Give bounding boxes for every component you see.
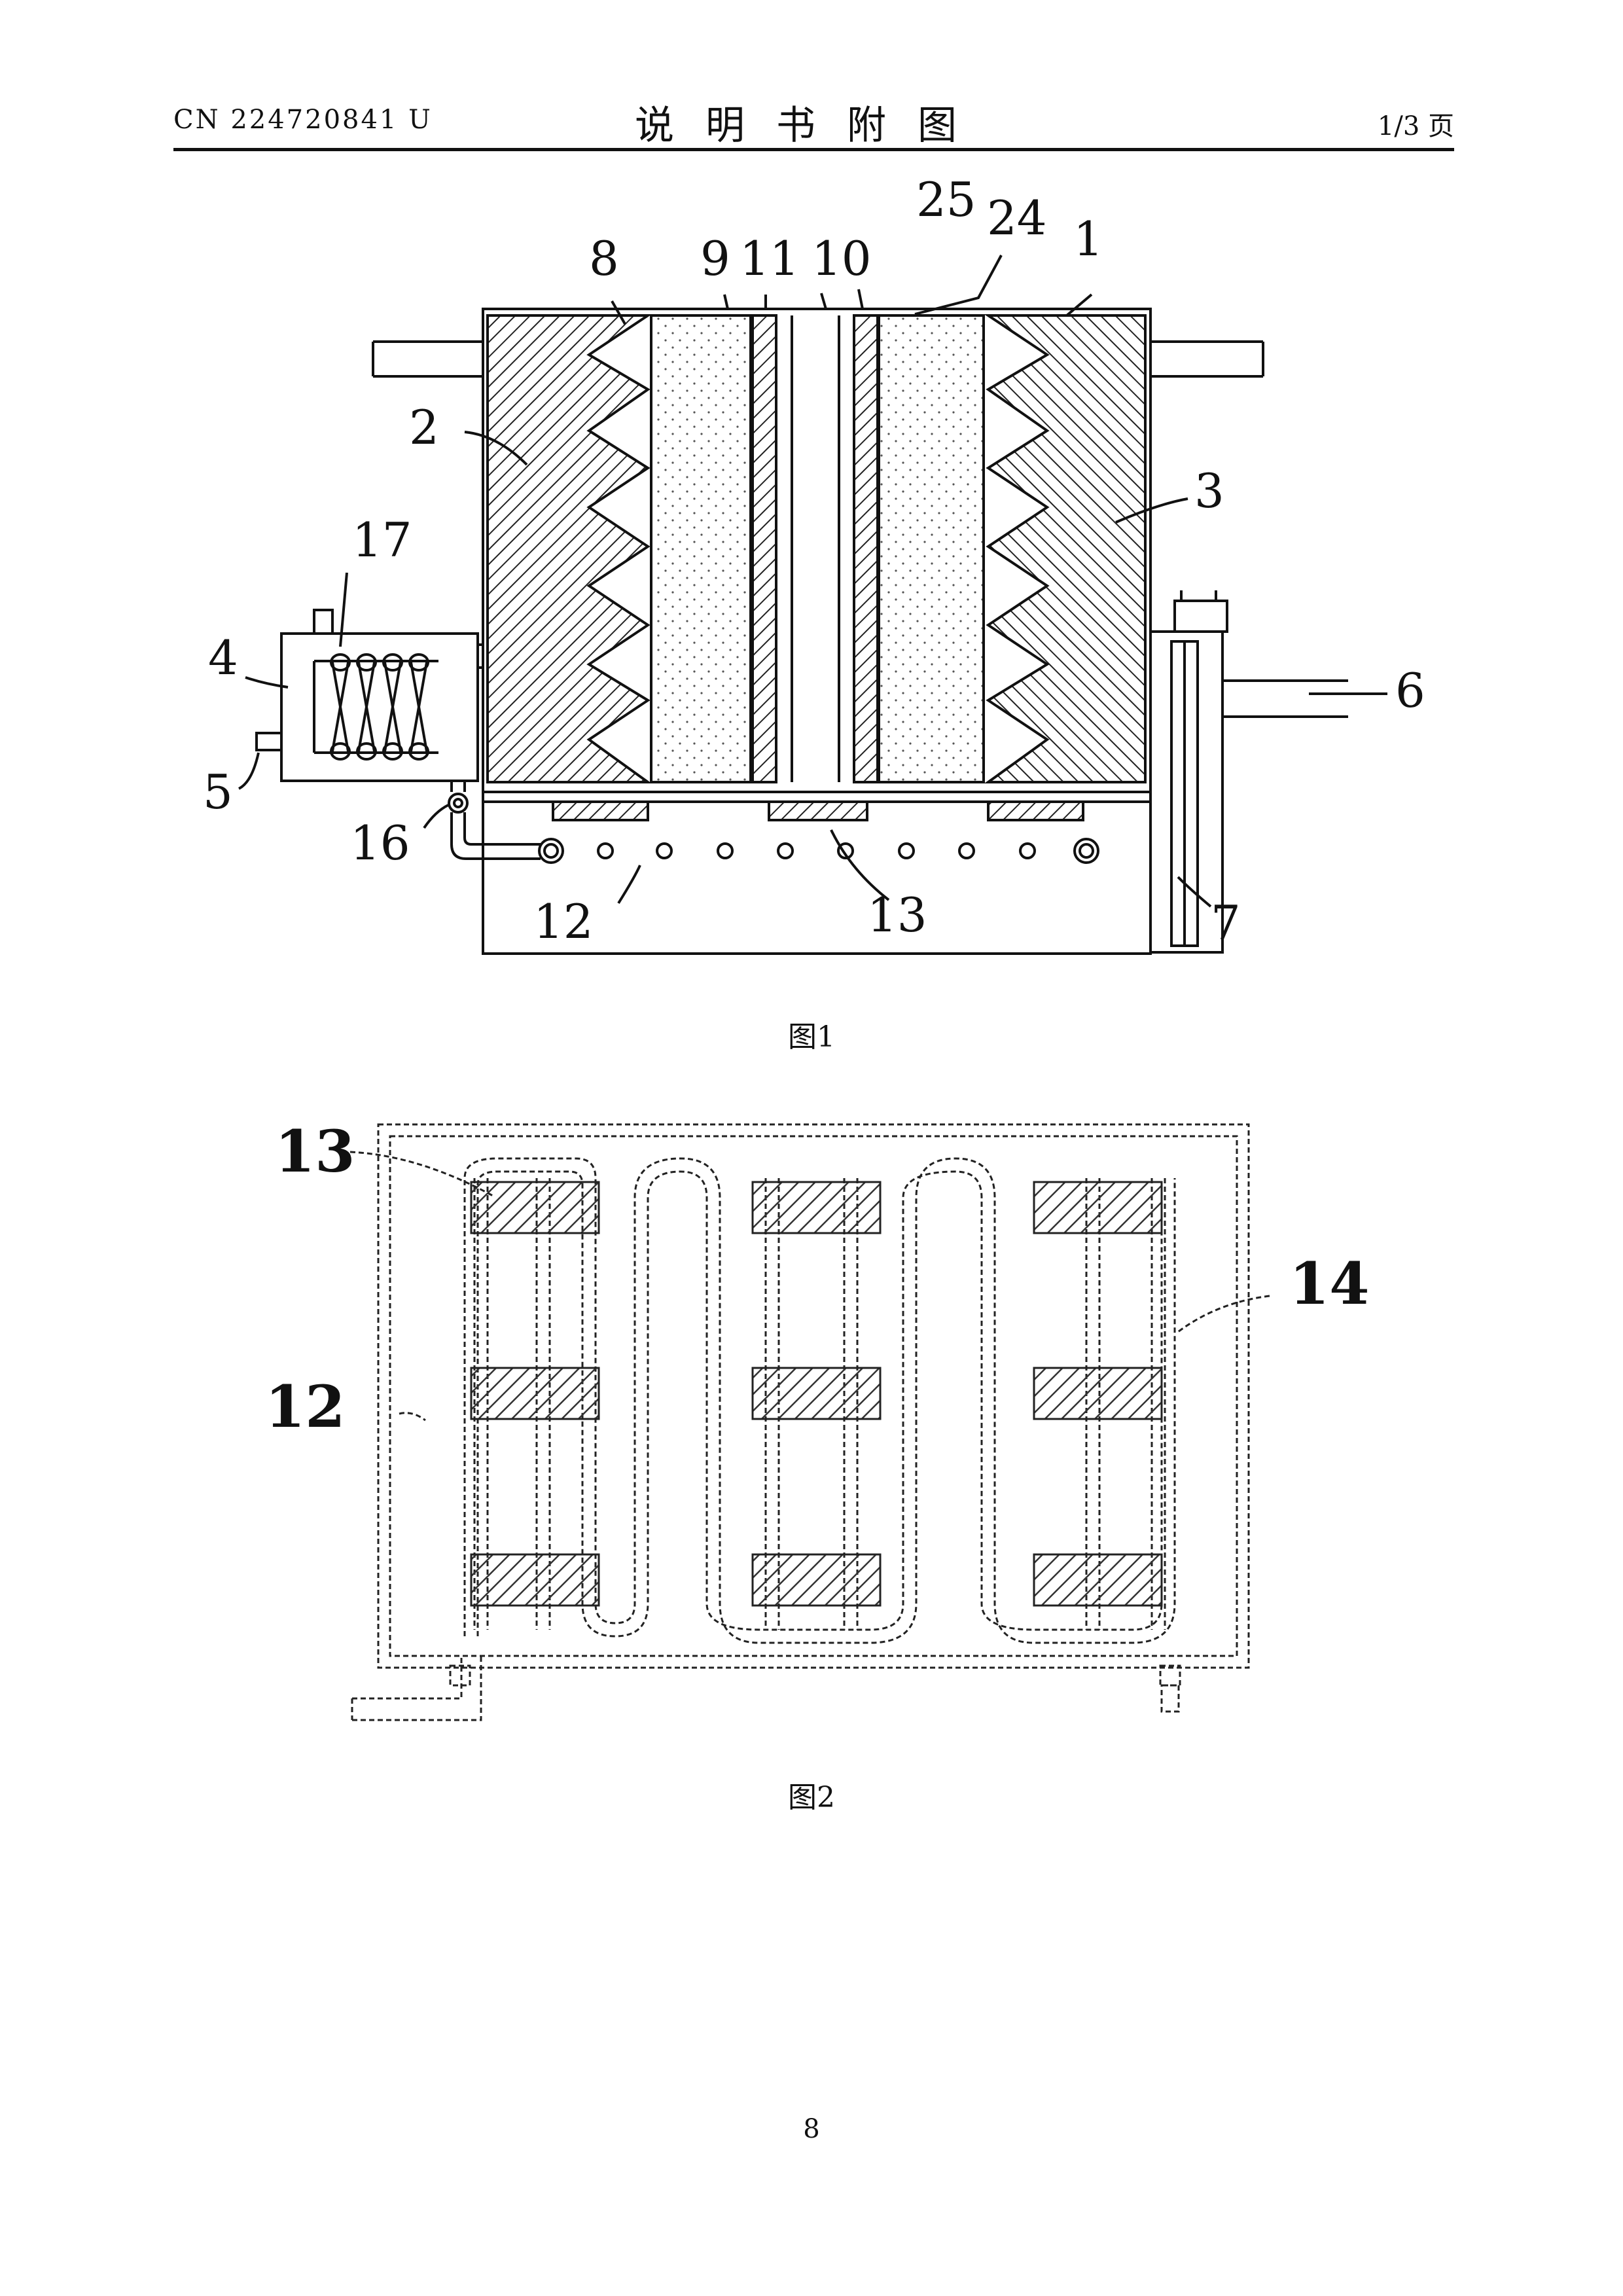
- figure-1-drawing: 1 2 3 4 5 6 7 8 9 10 11 12 13 16 17 24 2…: [0, 164, 1623, 982]
- figure-2-drawing: 12 13 14: [0, 1080, 1623, 1734]
- fig1-label-10: 10: [812, 231, 872, 286]
- fig1-label-8: 8: [589, 231, 619, 286]
- fig1-label-2: 2: [409, 400, 439, 455]
- fig2-label-12: 12: [265, 1372, 345, 1441]
- fig1-label-1: 1: [1073, 211, 1103, 266]
- fig1-label-13: 13: [867, 888, 927, 942]
- fig1-label-25: 25: [916, 172, 976, 227]
- fig1-label-17: 17: [352, 512, 412, 567]
- header-rule: [173, 148, 1454, 151]
- fig2-label-14: 14: [1289, 1249, 1369, 1318]
- fig1-label-6: 6: [1395, 663, 1425, 718]
- fig1-label-24: 24: [987, 190, 1047, 245]
- figure-1-labels: 1 2 3 4 5 6 7 8 9 10 11 12 13 16 17 24 2…: [203, 172, 1425, 950]
- page-number: 8: [0, 2114, 1623, 2144]
- fig1-label-3: 3: [1194, 463, 1224, 518]
- fig1-label-5: 5: [203, 764, 233, 819]
- fig1-label-12: 12: [533, 894, 594, 949]
- figure-1-caption: 图1: [0, 1013, 1623, 1055]
- fig1-label-4: 4: [208, 630, 238, 685]
- figure-2-caption: 图2: [0, 1774, 1623, 1816]
- fig1-label-7: 7: [1211, 895, 1241, 950]
- fig1-label-16: 16: [350, 816, 410, 870]
- fig1-label-11: 11: [740, 231, 800, 286]
- page-count: 1/3 页: [1378, 105, 1454, 143]
- fig2-label-13: 13: [275, 1117, 355, 1185]
- fig1-label-9: 9: [700, 231, 730, 286]
